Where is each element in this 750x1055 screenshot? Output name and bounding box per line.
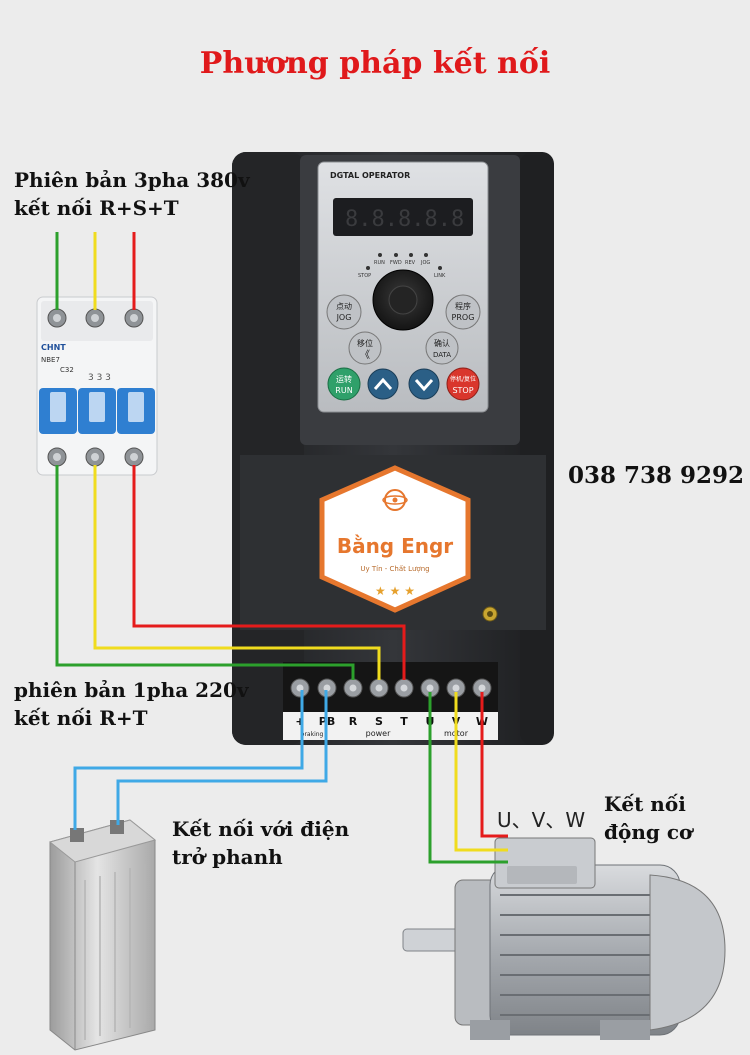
down-arrow-icon — [414, 379, 434, 392]
brand-tagline: Uy Tín - Chất Lượng — [360, 565, 429, 573]
stop-button-en: STOP — [452, 386, 473, 395]
phone-number: 038 738 9292 — [568, 462, 745, 489]
status-leds: RUN FWD REV JOG STOP LINK — [358, 253, 446, 279]
three-phase-line1: Phiên bản 3pha 380v — [14, 168, 250, 192]
led-rev-label: REV — [405, 260, 416, 266]
motor-fan-cover — [649, 874, 726, 1031]
brand-stars: ★ ★ ★ — [375, 584, 415, 598]
terminal-plus-label: + — [295, 715, 304, 728]
shift-button[interactable]: 移位 《 — [348, 331, 382, 365]
led-display — [333, 198, 473, 236]
breaker-brand: CHNT — [41, 343, 66, 352]
breaker-top-screws — [47, 308, 144, 328]
wire-blue-pb — [116, 690, 328, 825]
terminal-s-label: S — [375, 715, 383, 728]
atom-icon — [384, 489, 406, 511]
wire-red-to-w — [480, 692, 508, 838]
breaker-model: NBE7 — [41, 356, 60, 364]
data-button-zh: 确认 — [434, 338, 450, 348]
led-jog-label: JOG — [420, 260, 430, 266]
data-button-en: DATA — [433, 351, 451, 359]
breaker-bottom-screws — [47, 447, 144, 467]
motor-shaft — [402, 928, 464, 952]
terminal-r-label: R — [349, 715, 358, 728]
wire-green-to-r — [55, 465, 355, 680]
data-button[interactable]: 确认 DATA — [425, 331, 459, 365]
electric-motor — [402, 837, 726, 1040]
single-phase-label: phiên bản 1pha 220v kết nối R+T — [14, 676, 249, 732]
up-button[interactable] — [367, 368, 399, 400]
brand-name: Bằng Engr — [337, 534, 453, 558]
brake-resistor-label: Kết nối với điện trở phanh — [172, 815, 349, 871]
up-arrow-icon — [373, 377, 393, 390]
wires — [55, 232, 508, 864]
prog-button-en: PROG — [452, 313, 475, 322]
wire-green-to-u — [428, 692, 508, 864]
brake-resistor — [48, 819, 157, 1051]
stop-button[interactable]: 停机/复位 STOP — [446, 367, 480, 401]
single-phase-line2: kết nối R+T — [14, 706, 148, 730]
brake-line2: trở phanh — [172, 845, 283, 869]
terminal-label-strip — [283, 712, 498, 740]
jog-button-zh: 点动 — [336, 301, 352, 311]
terminal-t-label: T — [400, 715, 408, 728]
page-title: Phương pháp kết nối — [199, 46, 551, 81]
terminal-screws — [290, 678, 492, 698]
brake-line1: Kết nối với điện — [172, 817, 350, 841]
operator-panel-label: DGTAL OPERATOR — [330, 171, 410, 180]
wire-yellow-to-s — [93, 465, 381, 680]
shift-button-zh: 移位 — [357, 338, 373, 348]
wire-red-to-t — [132, 465, 406, 680]
wire-blue-plus — [73, 690, 304, 830]
motor-line1: Kết nối — [604, 792, 686, 816]
led-link-label: LINK — [434, 273, 446, 279]
terminal-block — [283, 662, 498, 714]
three-phase-label: Phiên bản 3pha 380v kết nối R+S+T — [14, 166, 250, 222]
run-button-en: RUN — [335, 386, 352, 395]
breaker-numbers: 3 3 3 — [88, 373, 111, 383]
motor-uvw-label: U、V、W — [497, 808, 586, 832]
circuit-breaker: CHNT NBE7 C32 3 3 3 — [36, 296, 158, 476]
motor-label: Kết nối động cơ — [604, 790, 692, 846]
led-display-digits: 8.8.8.8.8 — [345, 207, 464, 232]
led-stop-label: STOP — [358, 273, 371, 279]
brand-logo: Bằng Engr Uy Tín - Chất Lượng ★ ★ ★ — [319, 465, 471, 613]
breaker-blue-levers — [39, 388, 155, 434]
run-button[interactable]: 运转 RUN — [327, 367, 361, 401]
prog-button[interactable]: 程序 PROG — [445, 294, 481, 330]
down-button[interactable] — [408, 368, 440, 400]
single-phase-line1: phiên bản 1pha 220v — [14, 678, 249, 702]
run-button-zh: 运转 — [336, 374, 352, 384]
wire-yellow-to-v — [454, 692, 508, 852]
led-run-label: RUN — [374, 260, 385, 266]
breaker-rating: C32 — [60, 366, 74, 374]
stop-button-zh: 停机/复位 — [450, 375, 476, 383]
three-phase-line2: kết nối R+S+T — [14, 196, 179, 220]
group-braking-label: braking — [301, 731, 324, 738]
jog-button-en: JOG — [336, 313, 352, 322]
prog-button-zh: 程序 — [455, 301, 471, 311]
group-power-label: power — [366, 729, 391, 738]
inverter: DGTAL OPERATOR 8.8.8.8.8 RUN FWD REV JOG… — [232, 152, 554, 745]
shift-button-en: 《 — [360, 349, 370, 361]
jog-button[interactable]: 点动 JOG — [326, 294, 362, 330]
led-fwd-label: FWD — [390, 260, 402, 266]
motor-line2: động cơ — [604, 820, 693, 844]
